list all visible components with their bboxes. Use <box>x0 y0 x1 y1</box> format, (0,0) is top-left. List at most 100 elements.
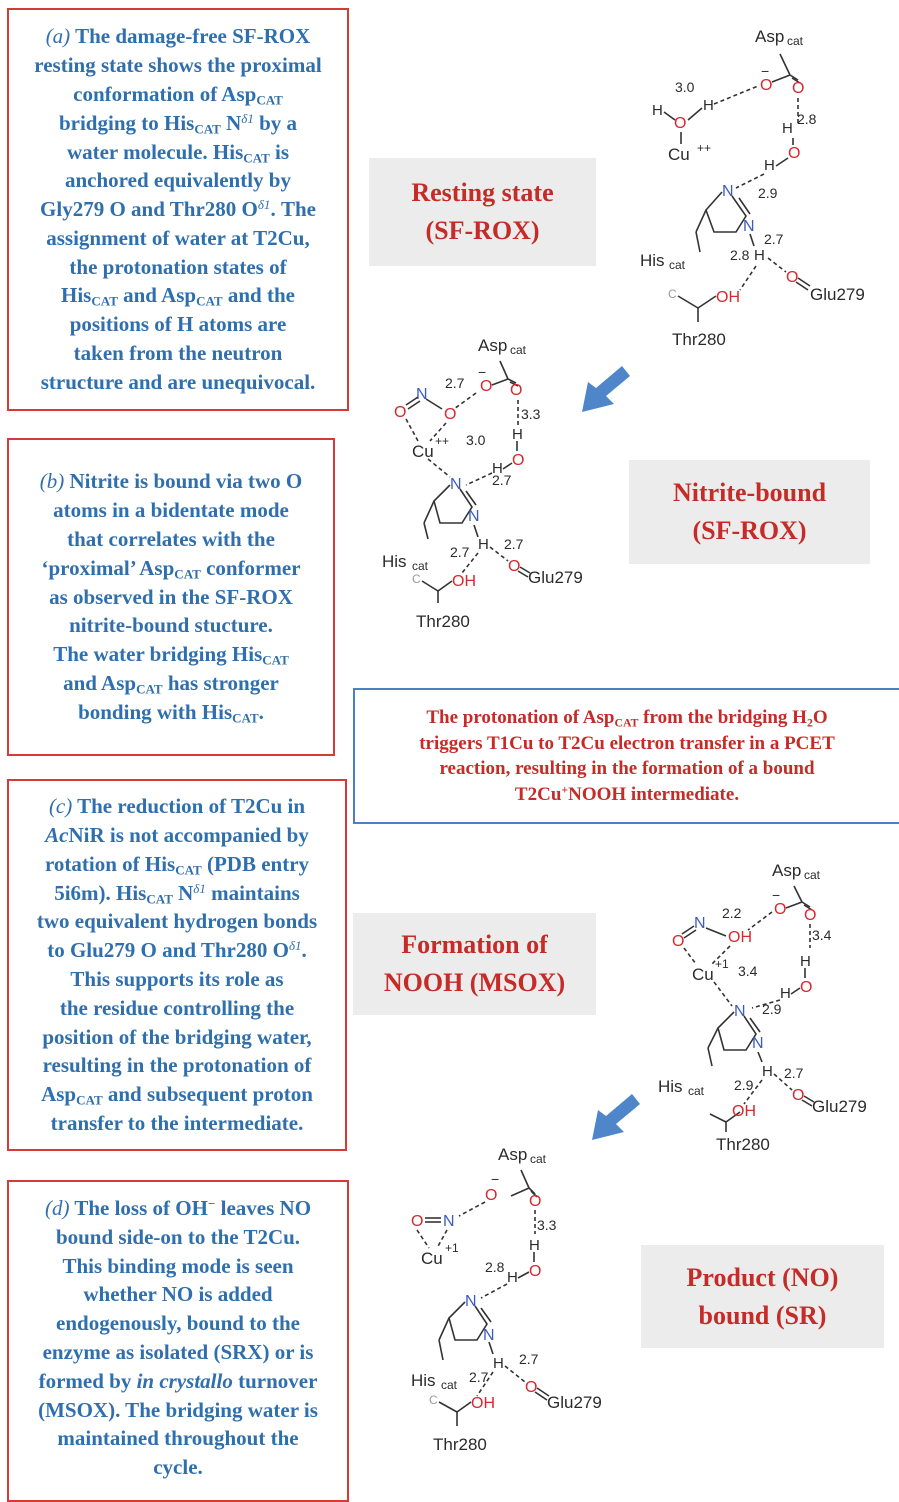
svg-text:H: H <box>529 1237 540 1254</box>
svg-text:O: O <box>672 933 684 950</box>
svg-text:O: O <box>480 378 492 395</box>
svg-text:2.7: 2.7 <box>492 472 512 488</box>
svg-text:C: C <box>429 1393 438 1407</box>
svg-text:Thr280: Thr280 <box>672 330 726 349</box>
svg-text:cat: cat <box>412 559 429 573</box>
svg-text:Glu279: Glu279 <box>528 568 583 587</box>
svg-text:Thr280: Thr280 <box>433 1435 487 1454</box>
svg-text:His: His <box>640 251 665 270</box>
svg-text:O: O <box>525 1379 537 1396</box>
svg-text:N: N <box>743 218 755 235</box>
svg-text:cat: cat <box>441 1378 458 1392</box>
down-left-arrow-icon <box>582 366 630 412</box>
panel-letter: (d) <box>44 1196 70 1220</box>
svg-text:N: N <box>694 915 706 932</box>
svg-text:Thr280: Thr280 <box>716 1135 770 1154</box>
svg-text:H: H <box>780 985 791 1002</box>
svg-text:cat: cat <box>669 258 686 272</box>
svg-text:His: His <box>658 1077 683 1096</box>
svg-text:O: O <box>444 406 456 423</box>
svg-text:OH: OH <box>728 929 752 946</box>
svg-text:N: N <box>483 1327 495 1344</box>
svg-text:O: O <box>512 452 524 469</box>
svg-text:−: − <box>491 1171 499 1187</box>
svg-text:O: O <box>760 77 772 94</box>
svg-text:O: O <box>529 1263 541 1280</box>
svg-text:Cu: Cu <box>421 1249 443 1268</box>
state-product-bound: Product (NO)bound (SR) <box>641 1245 884 1348</box>
svg-text:3.0: 3.0 <box>466 432 486 448</box>
svg-text:+1: +1 <box>445 1241 459 1255</box>
svg-text:−: − <box>772 887 780 903</box>
svg-text:Asp: Asp <box>772 861 801 880</box>
panel-letter: (b) <box>39 469 65 494</box>
panel-d: (d) The loss of OH− leaves NO bound side… <box>7 1180 349 1502</box>
svg-text:C: C <box>412 572 421 586</box>
svg-text:++: ++ <box>435 434 449 448</box>
svg-text:H: H <box>754 247 765 264</box>
svg-text:H: H <box>703 97 714 114</box>
svg-text:2.8: 2.8 <box>797 111 817 127</box>
svg-text:H: H <box>493 1355 504 1372</box>
svg-text:O: O <box>674 115 686 132</box>
svg-text:N: N <box>450 476 462 493</box>
svg-text:H: H <box>507 1269 518 1286</box>
state-resting: Resting state(SF-ROX) <box>369 158 596 266</box>
down-left-arrow-icon <box>592 1094 640 1140</box>
svg-text:N: N <box>468 508 480 525</box>
svg-text:Thr280: Thr280 <box>416 612 470 631</box>
panel-b: (b) Nitrite is bound via two O atoms in … <box>7 438 335 756</box>
svg-text:cat: cat <box>510 343 527 357</box>
svg-text:O: O <box>786 269 798 286</box>
svg-text:N: N <box>752 1035 764 1052</box>
panel-letter: (a) <box>45 24 71 49</box>
svg-text:cat: cat <box>530 1152 547 1166</box>
svg-text:2.7: 2.7 <box>784 1065 804 1081</box>
svg-text:C: C <box>668 287 677 301</box>
svg-text:O: O <box>774 901 786 918</box>
svg-text:O: O <box>411 1213 423 1230</box>
svg-text:O: O <box>792 1087 804 1104</box>
svg-text:His: His <box>382 552 407 571</box>
svg-text:OH: OH <box>716 289 740 306</box>
state-nitrite-bound: Nitrite-bound(SF-ROX) <box>629 460 870 564</box>
svg-text:−: − <box>761 63 769 79</box>
svg-text:H: H <box>764 157 775 174</box>
svg-text:O: O <box>485 1187 497 1204</box>
svg-text:cat: cat <box>804 868 821 882</box>
svg-text:N: N <box>734 1003 746 1020</box>
svg-text:2.9: 2.9 <box>762 1001 782 1017</box>
svg-text:3.4: 3.4 <box>812 927 832 943</box>
svg-text:OH: OH <box>471 1395 495 1412</box>
svg-text:3.3: 3.3 <box>521 406 541 422</box>
svg-text:O: O <box>394 404 406 421</box>
svg-text:2.7: 2.7 <box>445 375 465 391</box>
svg-text:His: His <box>411 1371 436 1390</box>
svg-text:OH: OH <box>452 573 476 590</box>
svg-text:2.7: 2.7 <box>469 1369 489 1385</box>
svg-text:O: O <box>792 80 804 97</box>
svg-text:3.4: 3.4 <box>738 963 758 979</box>
svg-text:O: O <box>804 907 816 924</box>
svg-text:H: H <box>652 102 663 119</box>
svg-text:cat: cat <box>688 1084 705 1098</box>
svg-text:Glu279: Glu279 <box>547 1393 602 1412</box>
svg-text:2.8: 2.8 <box>730 247 750 263</box>
svg-text:2.7: 2.7 <box>519 1351 539 1367</box>
svg-text:3.0: 3.0 <box>675 79 695 95</box>
svg-text:+1: +1 <box>715 957 729 971</box>
svg-text:2.2: 2.2 <box>722 905 742 921</box>
svg-text:2.7: 2.7 <box>764 231 784 247</box>
svg-text:H: H <box>478 536 489 553</box>
svg-text:O: O <box>508 558 520 575</box>
svg-text:Asp: Asp <box>498 1145 527 1164</box>
svg-text:H: H <box>492 460 503 477</box>
svg-text:2.9: 2.9 <box>758 185 778 201</box>
svg-text:Cu: Cu <box>412 442 434 461</box>
svg-text:H: H <box>762 1063 773 1080</box>
